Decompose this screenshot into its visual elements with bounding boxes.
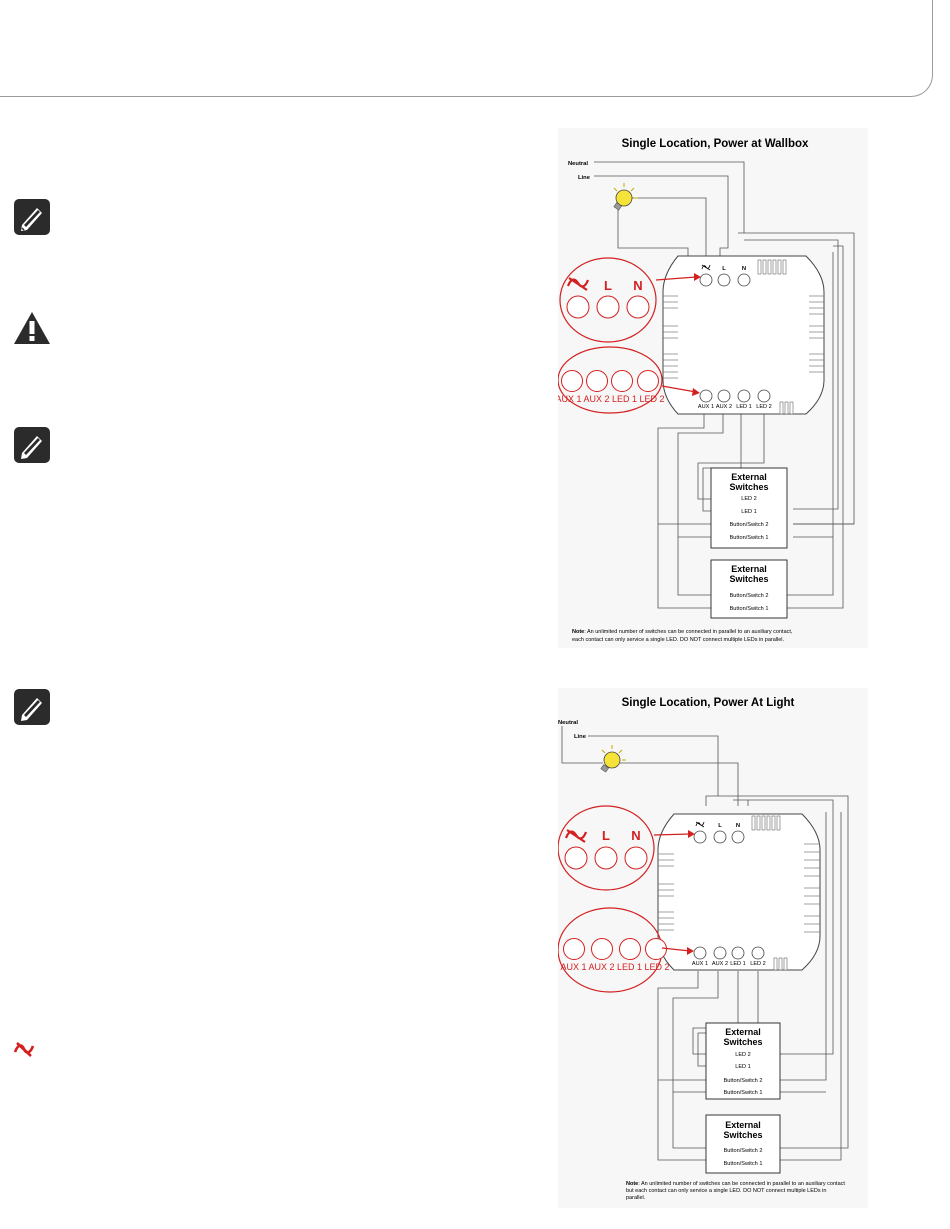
light-bulb-icon — [613, 183, 638, 211]
wires — [594, 161, 855, 609]
zoom-n-label: N — [631, 828, 640, 843]
terminal-aux1-label: AUX 1 — [692, 961, 708, 967]
svg-text:External: External — [725, 1027, 761, 1037]
neutral-label: Neutral — [568, 161, 588, 167]
diagram-note: Note: An unlimited number of switches ca… — [626, 1181, 845, 1187]
external-switches-box-2: External Switches Button/Switch 2 Button… — [710, 559, 788, 619]
svg-text:Button/Switch 2: Button/Switch 2 — [724, 1078, 763, 1084]
diagram-title: Single Location, Power At Light — [622, 697, 795, 709]
terminal-led1-label: LED 1 — [736, 404, 752, 410]
svg-text:Button/Switch 1: Button/Switch 1 — [724, 1161, 763, 1167]
terminal-n-label: N — [742, 266, 746, 272]
terminal-aux2-label: AUX 2 — [712, 961, 728, 967]
terminal-led1-label: LED 1 — [730, 961, 746, 967]
svg-text:Switches: Switches — [723, 1037, 762, 1047]
note-icon — [14, 199, 50, 235]
external-switches-box-1: External Switches LED 2 LED 1 Button/Swi… — [710, 467, 788, 549]
terminal-aux1-label: AUX 1 — [698, 404, 714, 410]
svg-text:LED 2: LED 2 — [735, 1052, 751, 1058]
page-header-band — [0, 0, 933, 97]
svg-text:LED 2: LED 2 — [741, 496, 757, 502]
terminal-aux2-label: AUX 2 — [716, 404, 732, 410]
zoom-bottom-labels: AUX 1 AUX 2 LED 1 LED 2 — [560, 962, 669, 972]
zoom-l-label: L — [604, 278, 612, 293]
note-icon — [14, 689, 50, 725]
diagram-note-line2: each contact can only service a single L… — [572, 637, 785, 643]
zoom-n-label: N — [633, 278, 642, 293]
terminal-l-label: L — [722, 266, 726, 272]
wiring-diagram-power-at-wallbox: Single Location, Power at Wallbox Neutra… — [558, 128, 868, 648]
controller-device: L N AUX 1 AUX 2 LED 1 LED 2 — [657, 813, 821, 971]
svg-text:Switches: Switches — [723, 1130, 762, 1140]
terminal-led2-label: LED 2 — [750, 961, 766, 967]
controller-device: L N AUX 1 AUX 2 LED 1 LED 2 — [662, 255, 825, 415]
svg-text:Switches: Switches — [729, 482, 768, 492]
terminal-l-label: L — [718, 823, 722, 829]
load-symbol-icon — [13, 1042, 35, 1057]
zoom-bottom-labels: AUX 1 AUX 2 LED 1 LED 2 — [558, 394, 665, 404]
zoom-callout-aux-terminals: AUX 1 AUX 2 LED 1 LED 2 — [558, 907, 694, 993]
svg-text:External: External — [731, 472, 767, 482]
svg-text:External: External — [725, 1120, 761, 1130]
external-switches-box-1: External Switches LED 2 LED 1 Button/Swi… — [705, 1022, 781, 1100]
terminal-n-label: N — [736, 823, 740, 829]
neutral-label: Neutral — [558, 720, 578, 726]
external-switches-box-2: External Switches Button/Switch 2 Button… — [705, 1114, 781, 1174]
note-icon — [14, 427, 50, 463]
svg-text:Button/Switch 2: Button/Switch 2 — [724, 1148, 763, 1154]
zoom-l-label: L — [602, 828, 610, 843]
diagram-note-line3: parallel. — [626, 1195, 646, 1201]
terminal-led2-label: LED 2 — [756, 404, 772, 410]
zoom-callout-power-terminals: L N — [559, 257, 701, 343]
diagram-note-line2: but each contact can only service a sing… — [626, 1188, 826, 1194]
diagram-title: Single Location, Power at Wallbox — [622, 138, 809, 150]
svg-text:Button/Switch 2: Button/Switch 2 — [730, 593, 769, 599]
svg-text:External: External — [731, 564, 767, 574]
svg-text:Button/Switch 1: Button/Switch 1 — [724, 1090, 763, 1096]
zoom-callout-aux-terminals: AUX 1 AUX 2 LED 1 LED 2 — [558, 346, 700, 414]
line-label: Line — [578, 175, 591, 181]
svg-text:LED 1: LED 1 — [735, 1064, 751, 1070]
warning-icon — [14, 312, 50, 344]
wiring-diagram-power-at-light: Single Location, Power At Light Neutral … — [558, 688, 868, 1208]
svg-text:Button/Switch 2: Button/Switch 2 — [730, 522, 769, 528]
diagram-note: Note: An unlimited number of switches ca… — [572, 629, 793, 635]
line-label: Line — [574, 734, 587, 740]
svg-text:Button/Switch 1: Button/Switch 1 — [730, 535, 769, 541]
wires — [561, 726, 849, 1161]
svg-text:Button/Switch 1: Button/Switch 1 — [730, 606, 769, 612]
light-bulb-icon — [600, 745, 626, 773]
svg-text:LED 1: LED 1 — [741, 509, 757, 515]
zoom-callout-power-terminals: L N — [558, 805, 695, 891]
svg-text:Switches: Switches — [729, 574, 768, 584]
